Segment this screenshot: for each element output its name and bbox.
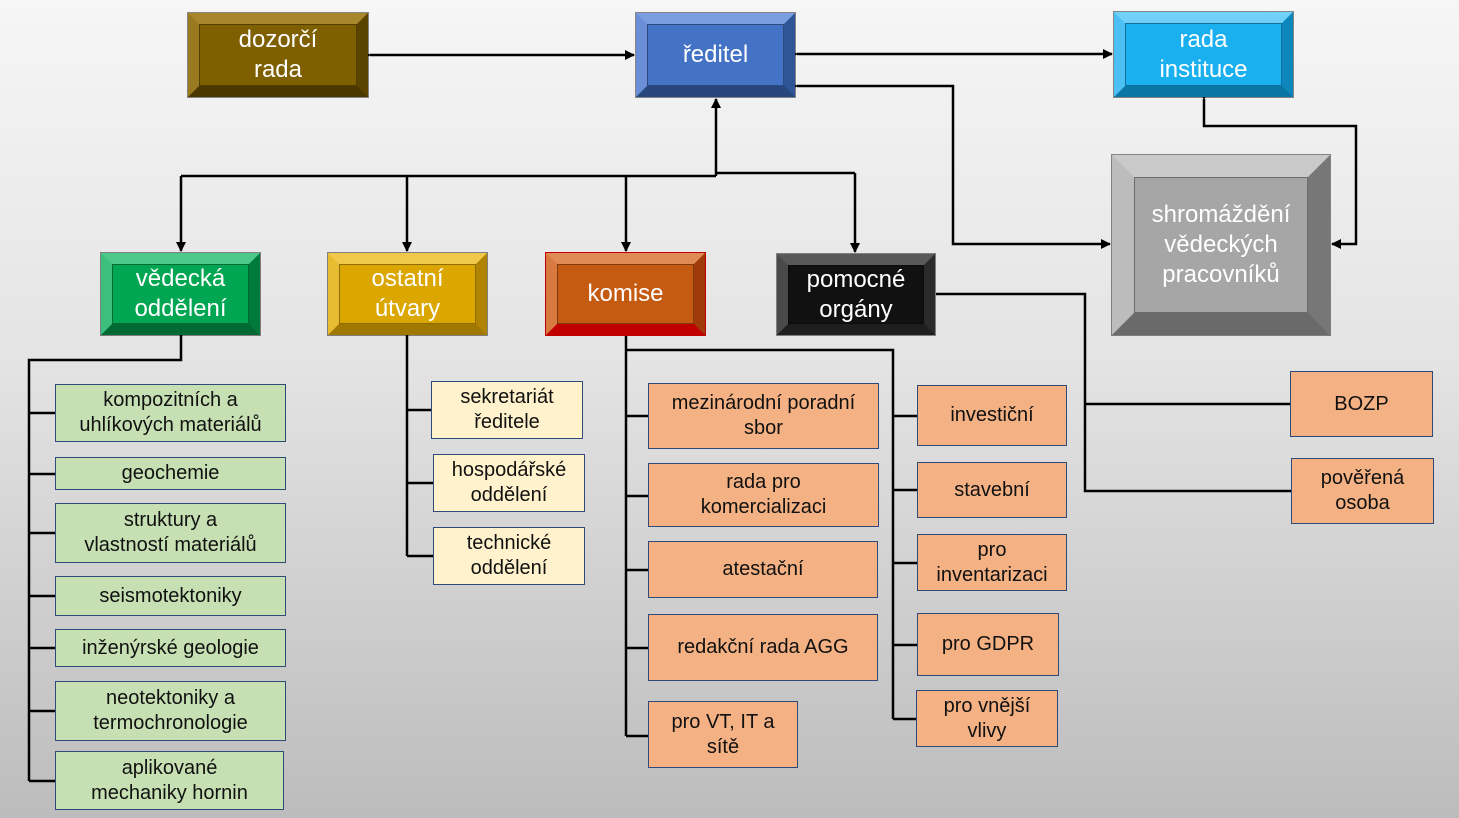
- komise-item: stavební: [917, 462, 1067, 518]
- vedecka-oddeleni-box: vědecká oddělení: [101, 253, 260, 335]
- komise-item: redakční rada AGG: [648, 614, 878, 681]
- komise-item: investiční: [917, 385, 1067, 446]
- vedecka-item: kompozitních a uhlíkových materiálů: [55, 384, 286, 442]
- vedecka-item: neotektoniky a termochronologie: [55, 681, 286, 741]
- dozorci-rada-box: dozorčí rada: [188, 13, 368, 97]
- komise-item: atestační: [648, 541, 878, 598]
- komise-item: pro GDPR: [917, 613, 1059, 676]
- pomocne-trunk: [936, 292, 1291, 493]
- arrow-reditel-shromazdeni: [788, 81, 1111, 249]
- komise-box: komise: [545, 252, 706, 336]
- arrow-rada-shromazdeni: [1199, 90, 1358, 249]
- shromazdeni-box: shromáždění vědeckých pracovníků: [1112, 155, 1330, 335]
- vedecka-item: struktury a vlastností materiálů: [55, 503, 286, 563]
- ostatni-utvary-box: ostatní útvary: [328, 253, 487, 335]
- pomocne-organy-box: pomocné orgány: [777, 254, 935, 335]
- komise-item: mezinárodní poradní sbor: [648, 383, 879, 449]
- komise-bus: [626, 348, 895, 719]
- ostatni-item: sekretariát ředitele: [431, 381, 583, 439]
- komise-item: pro VT, IT a sítě: [648, 701, 798, 768]
- vedecka-trunk: [27, 335, 183, 781]
- vedecka-item: inženýrské geologie: [55, 629, 286, 667]
- komise-item: rada pro komercializaci: [648, 463, 879, 527]
- ostatni-item: hospodářské oddělení: [433, 454, 585, 512]
- komise-item: pro inventarizaci: [917, 534, 1067, 591]
- komise-item: pro vnější vlivy: [916, 690, 1058, 747]
- pomocne-item: pověřená osoba: [1291, 458, 1434, 524]
- reditel-box: ředitel: [636, 13, 795, 97]
- vedecka-item: seismotektoniky: [55, 576, 286, 616]
- rada-instituce-box: rada instituce: [1114, 12, 1293, 97]
- vedecka-item: aplikované mechaniky hornin: [55, 751, 284, 810]
- vedecka-item: geochemie: [55, 457, 286, 490]
- pomocne-item: BOZP: [1290, 371, 1433, 437]
- ostatni-item: technické oddělení: [433, 527, 585, 585]
